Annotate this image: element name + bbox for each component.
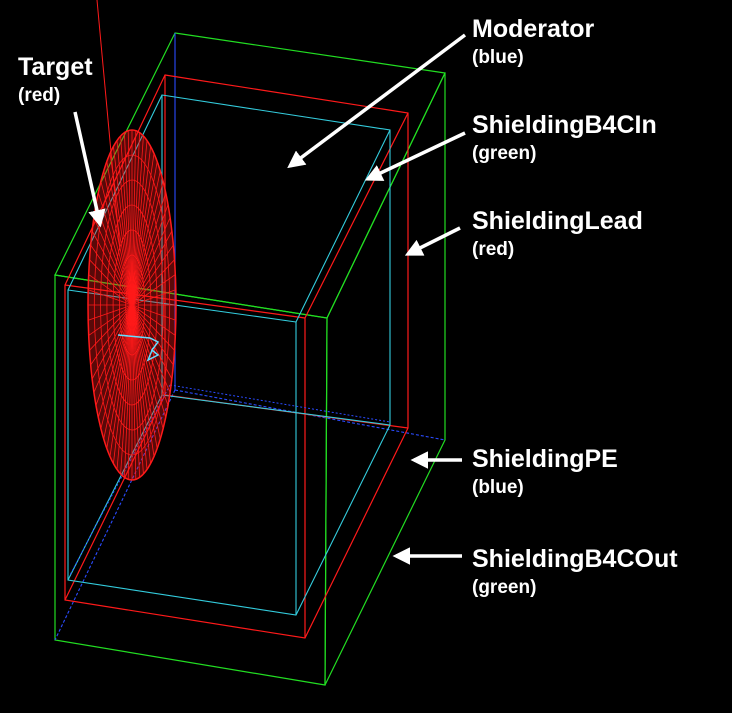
label-lead: ShieldingLead (red) [472,207,643,260]
moderator-box [69,384,391,576]
label-b4cout-name: ShieldingB4COut [472,545,678,573]
label-b4cin-color: (green) [472,143,537,164]
beam-line [96,0,121,251]
label-pe-color: (blue) [472,477,524,498]
label-target: Target (red) [18,53,93,106]
label-b4cin: ShieldingB4CIn (green) [472,111,657,164]
target-disc [87,129,177,481]
arrow-lead [404,226,461,256]
label-lead-name: ShieldingLead [472,207,643,235]
label-b4cout: ShieldingB4COut (green) [472,545,678,598]
particle-track [117,334,160,362]
arrow-b4cin [364,131,466,181]
label-b4cin-name: ShieldingB4CIn [472,111,657,139]
arrow-target [73,111,106,228]
annotation-arrows [73,33,467,565]
label-target-color: (red) [18,85,61,106]
arrow-moderator [287,33,467,169]
label-lead-color: (red) [472,239,515,260]
label-b4cout-color: (green) [472,577,537,598]
label-moderator-name: Moderator [472,15,595,43]
label-pe-name: ShieldingPE [472,445,618,473]
label-pe: ShieldingPE (blue) [472,445,618,498]
label-moderator: Moderator (blue) [472,15,595,68]
label-moderator-color: (blue) [472,47,524,68]
label-target-name: Target [18,53,93,81]
